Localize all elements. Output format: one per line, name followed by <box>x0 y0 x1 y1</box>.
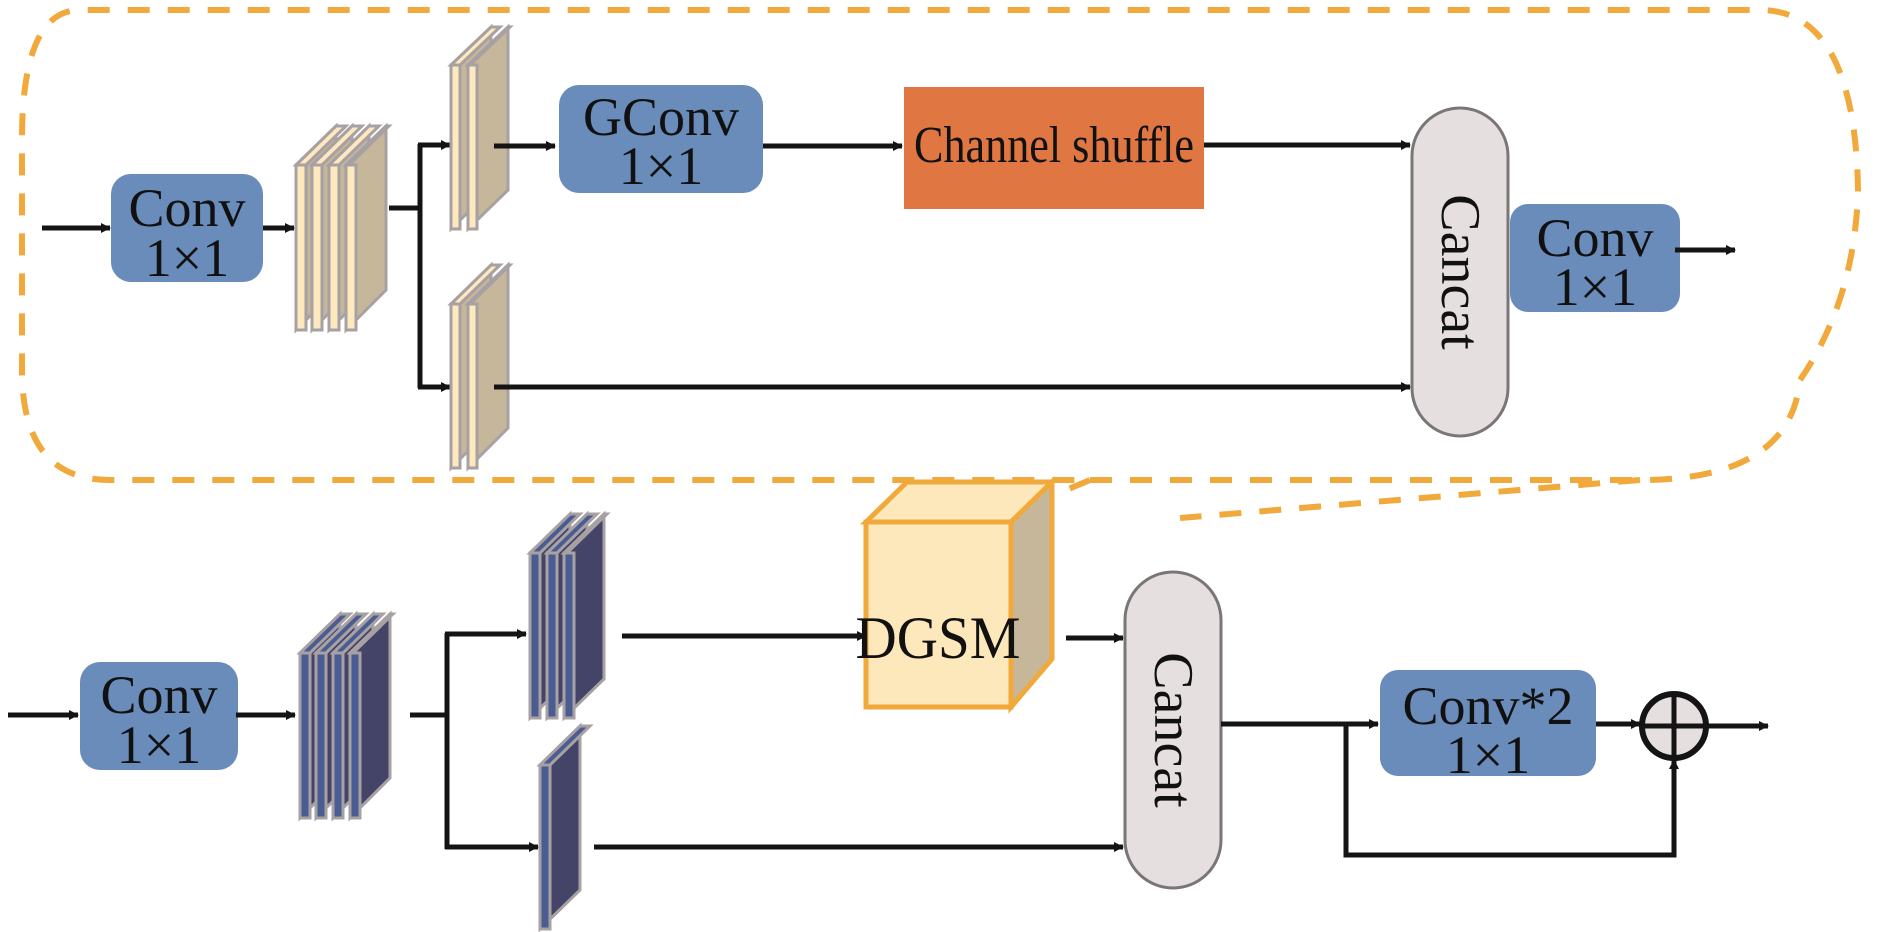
conv-label: Conv <box>1536 208 1653 268</box>
conv-label: Conv <box>100 665 217 725</box>
conv-label: Conv <box>128 178 245 238</box>
conv-1x1-block-top-out: Conv 1×1 <box>1510 204 1680 317</box>
gconv-block-bg <box>559 85 763 193</box>
main-block-structure: Conv 1×1 <box>8 476 1769 932</box>
cancat-pill <box>1123 570 1223 890</box>
cancat-block-bottom: Cancat <box>1123 570 1223 890</box>
cancat-label: Cancat <box>1429 194 1491 350</box>
channel-shuffle-label: Channel shuffle <box>914 117 1194 174</box>
outline-connector-right <box>1179 477 1641 521</box>
dgsm-label: DGSM <box>856 605 1021 671</box>
conv2-label: Conv*2 <box>1402 676 1573 736</box>
channel-shuffle-block: Channel shuffle <box>904 87 1204 209</box>
conv-block-bg <box>111 174 263 282</box>
cancat-label: Cancat <box>1142 652 1204 808</box>
conv-size-label: 1×1 <box>117 715 201 775</box>
dgsm-front-face <box>863 519 1014 710</box>
conv-block-bg <box>80 662 238 770</box>
feature-map-stack-dark-4 <box>296 610 397 822</box>
gconv-label: GConv <box>583 87 739 147</box>
add-icon <box>1639 691 1709 761</box>
feature-map-stack-dark-3 <box>526 510 611 722</box>
residual-connection <box>1343 724 1679 858</box>
feature-map-stack-light-4 <box>292 122 393 334</box>
feature-map-stack-light-2-lower <box>447 261 514 472</box>
conv-size-label: 1×1 <box>1553 257 1637 317</box>
conv-1x1-block-top-in: Conv 1×1 <box>111 174 263 288</box>
dgsm-internal-structure: Conv 1×1 <box>42 23 1736 472</box>
conv2-block-bg <box>1380 670 1596 776</box>
cancat-block-top: Cancat <box>1410 106 1510 438</box>
conv2-size-label: 1×1 <box>1446 725 1530 785</box>
dgsm-module-cube: DGSM <box>856 476 1059 714</box>
conv-size-label: 1×1 <box>145 228 229 288</box>
cancat-pill <box>1410 106 1510 438</box>
feature-map-stack-light-2-upper <box>447 23 514 233</box>
conv-1x1-block-bottom-in: Conv 1×1 <box>80 662 238 775</box>
conv-block-bg <box>1510 204 1680 312</box>
channel-shuffle-bg <box>904 87 1204 209</box>
feature-map-single-dark <box>536 722 594 932</box>
gconv-size-label: 1×1 <box>619 136 703 196</box>
gconv-1x1-block: GConv 1×1 <box>559 85 763 196</box>
conv2-1x1-block: Conv*2 1×1 <box>1380 670 1596 785</box>
